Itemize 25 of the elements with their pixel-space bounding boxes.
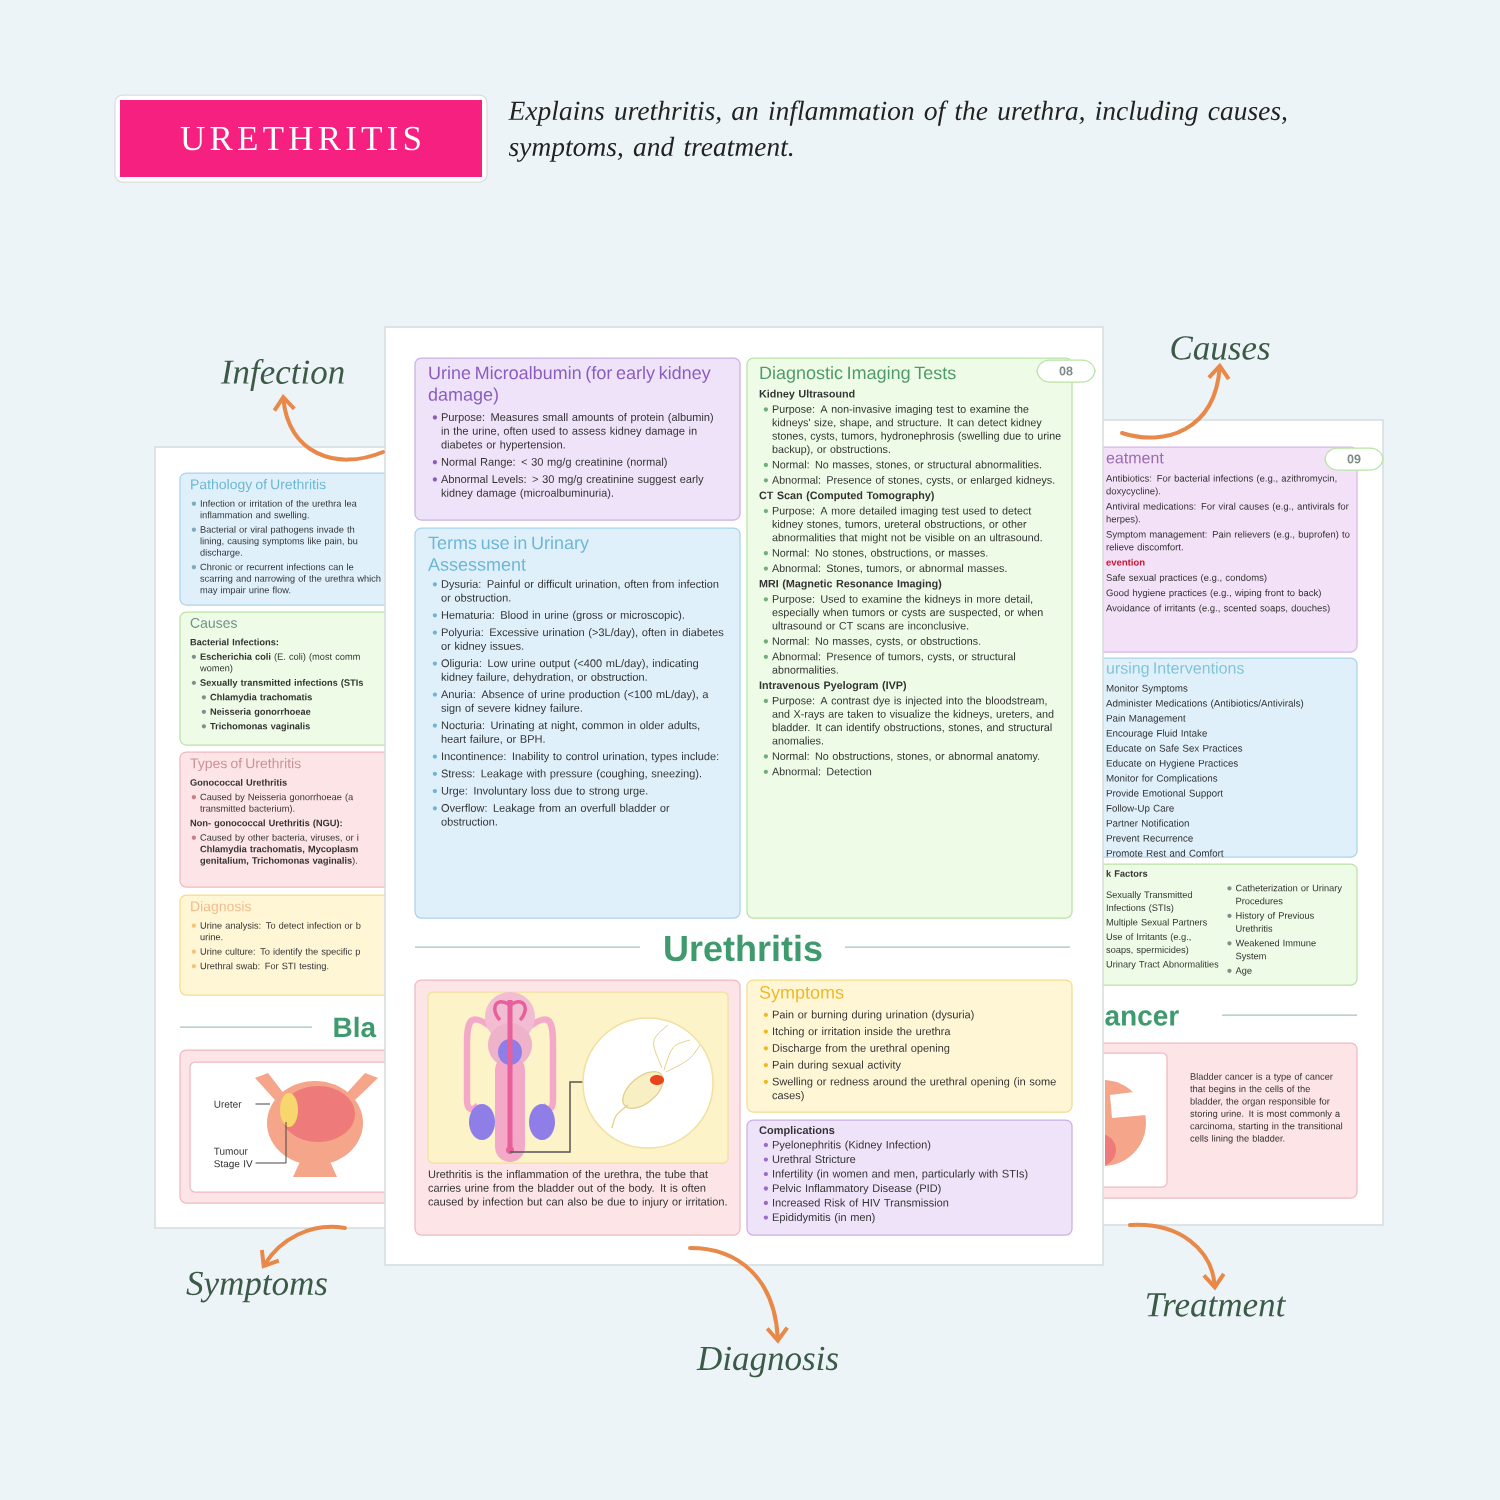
handwritten-label: Diagnosis <box>696 1346 838 1378</box>
title-badge: URETHRITIS <box>114 94 488 183</box>
info-card: Complications Pyelonephritis (Kidney Infection) Urethral Stricture Infertility (in women and men, particularly with STIs) Pelvic Inflammatory Disease (PID) Increased Risk of HIV Transmission Epididymitis (in men) <box>746 1119 1073 1236</box>
leader-line <box>255 1121 287 1164</box>
arrow <box>259 1224 347 1269</box>
info-card: Terms use in Urinary Assessment Dysuria: Painful or difficult urination, often from infection or obstruction. Hematuria: Blood in urine (gross or microscopic). Polyuria: Excessive urination (>3L/day), often in diabetes or kidney issues. Oliguria: Low urine output (<400 mL/day), indicating kidney failure, dehydration, or obstruction. Anuria: Absence of urine production (<100 mL/day), a sign of severe kidney failure. Nocturia: Urinating at night, common in older adults, heart failure, or BPH. Incontinence: Inability to control urination, types include: Stress: Leakage with pressure (coughing, sneezing). Urge: Involuntary loss due to strong urge. Overflow: Leakage from an overfull bladder or obstruction. <box>414 527 741 919</box>
section-title: ancer <box>1105 1010 1179 1026</box>
leader-line <box>255 1103 271 1105</box>
section-title: Urethritis <box>665 934 822 962</box>
part-label: Tumour Stage IV <box>214 1147 253 1170</box>
handwritten-label: Causes <box>1171 336 1270 360</box>
arrow <box>272 394 385 462</box>
page-tab: 08 <box>1036 359 1096 383</box>
arrow <box>1120 362 1231 440</box>
handwritten-label: Infection <box>220 358 344 392</box>
section-title: Bla <box>334 1016 377 1038</box>
info-card: Urine Microalbumin (for early kidney damage) Purpose: Measures small amounts of protein (albumin) in the urine, often used to assess kidney damage in diabetes or hypertension. Normal Range: < 30 mg/g creatinine (normal) Abnormal Levels: > 30 mg/g creatinine suggest early kidney damage (microalbuminuria). <box>414 357 741 521</box>
info-card: Symptoms Pain or burning during urination (dysuria) Itching or irritation inside the urethra Discharge from the urethral opening Pain during sexual activity Swelling or redness around the urethral opening (in some cases) <box>746 979 1073 1113</box>
page-tab: 09 <box>1324 447 1384 471</box>
part-label: Ureter <box>214 1100 242 1108</box>
handwritten-label: Symptoms <box>186 1271 327 1303</box>
arrow <box>688 1246 789 1344</box>
handwritten-label: Treatment <box>1146 1293 1287 1317</box>
arrow <box>1128 1222 1226 1291</box>
description-text: Explains urethritis, an inflammation of the urethra, including causes, symptoms, and treatment. <box>508 100 1287 162</box>
